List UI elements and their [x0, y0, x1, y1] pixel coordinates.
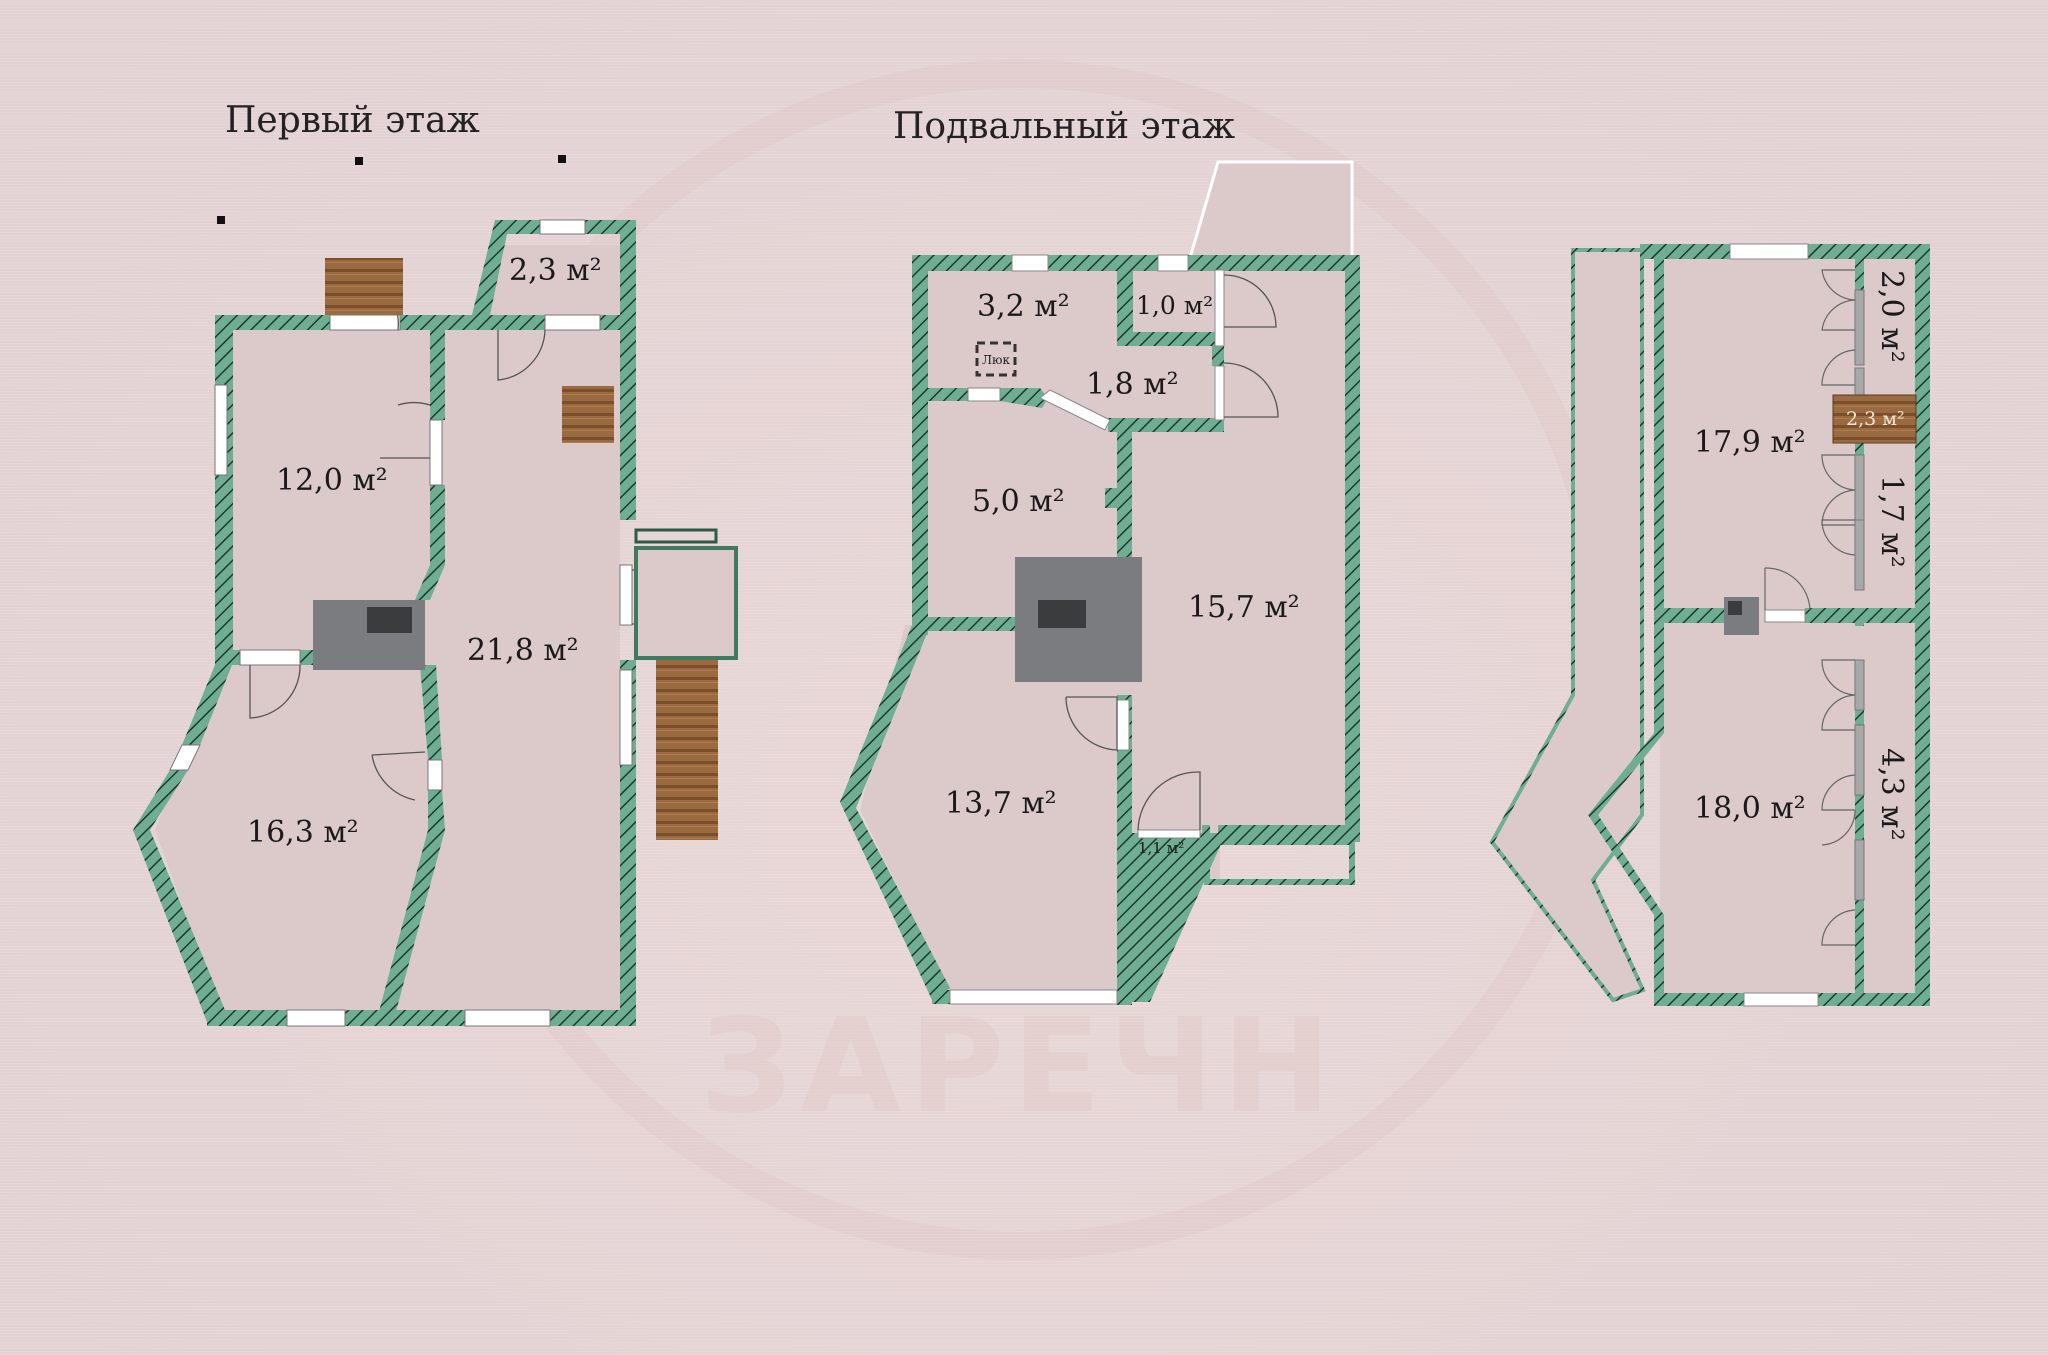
marker-dot	[217, 216, 225, 224]
hatch-label: Люк	[982, 353, 1010, 367]
room-area-label: 4,3 м²	[1874, 748, 1909, 841]
room-area-label: 1,1 м²	[1138, 839, 1184, 857]
third-floor-plan: 2,0 м² 17,9 м² 2,3 м² 1,7 м² 18,0 м² 4,3…	[1489, 243, 1930, 1007]
stairs	[1832, 394, 1917, 444]
room-area-label: 5,0 м²	[972, 484, 1065, 519]
room-area-label: 17,9 м²	[1694, 425, 1806, 460]
basement-floor-title: Подвальный этаж	[893, 106, 1236, 147]
room-area-label: 2,3 м²	[509, 253, 602, 288]
room-area-label: 1,7 м²	[1874, 475, 1909, 568]
room-area-label: 21,8 м²	[467, 633, 579, 668]
room-area-label: 13,7 м²	[945, 786, 1057, 821]
basement-floor-plan: Люк 3,2 м² 1,0 м² 1,8 м² 5,0 м² 15,7 м² …	[840, 160, 1360, 1005]
room-area-label: 12,0 м²	[276, 463, 388, 498]
room-area-label: 16,3 м²	[247, 815, 359, 850]
room-area-label: 1,8 м²	[1086, 367, 1179, 402]
porch-stairs	[656, 660, 718, 840]
room-area-label: 2,3 м²	[1846, 408, 1905, 430]
entry-stairs	[325, 258, 403, 315]
floor-hatch	[975, 341, 1017, 377]
stove-firebox	[367, 607, 412, 633]
stove-firebox	[1038, 600, 1086, 628]
room-area-label: 18,0 м²	[1694, 791, 1806, 826]
first-floor-title: Первый этаж	[225, 100, 480, 141]
interior-stairs	[562, 386, 614, 443]
marker-dot	[355, 157, 363, 165]
marker-dot	[558, 155, 566, 163]
first-floor-plan: 2,3 м² 12,0 м² 21,8 м² 16,3 м²	[133, 155, 738, 1027]
room-area-label: 2,0 м²	[1874, 270, 1909, 363]
room-area-label: 15,7 м²	[1188, 590, 1300, 625]
stove-firebox	[1728, 601, 1742, 615]
room-area-label: 1,0 м²	[1136, 291, 1213, 320]
watermark-text: ЗАРЕЧН	[700, 990, 1339, 1142]
room-area-label: 3,2 м²	[977, 289, 1070, 324]
